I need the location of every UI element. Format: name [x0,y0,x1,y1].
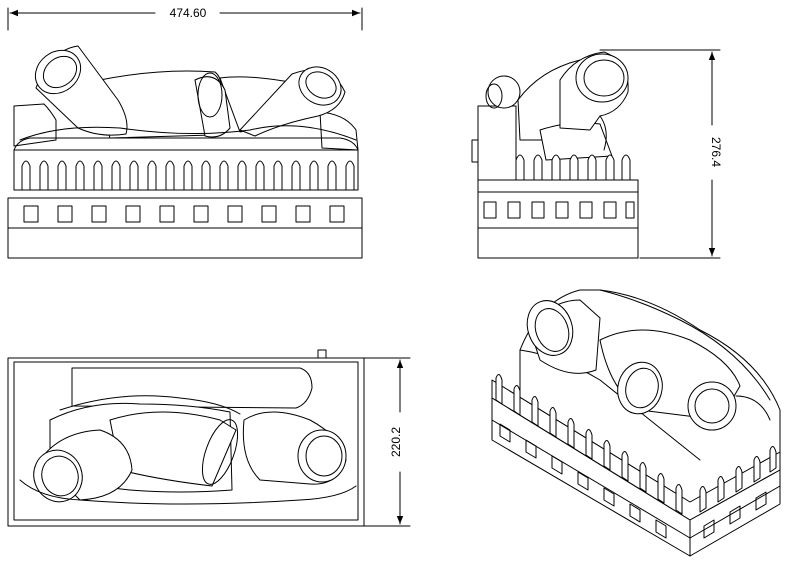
depth-dimension: 220.2 [363,357,411,527]
width-dimension: 474.60 [7,6,363,31]
isometric-view [491,289,781,557]
side-view: 276.4 [471,49,723,259]
height-dimension-label: 276.4 [709,137,723,167]
front-view: 474.60 [7,6,363,259]
top-view: 220.2 [7,349,411,527]
height-dimension: 276.4 [599,49,723,259]
depth-dimension-label: 220.2 [389,427,403,457]
width-dimension-label: 474.60 [170,6,207,20]
